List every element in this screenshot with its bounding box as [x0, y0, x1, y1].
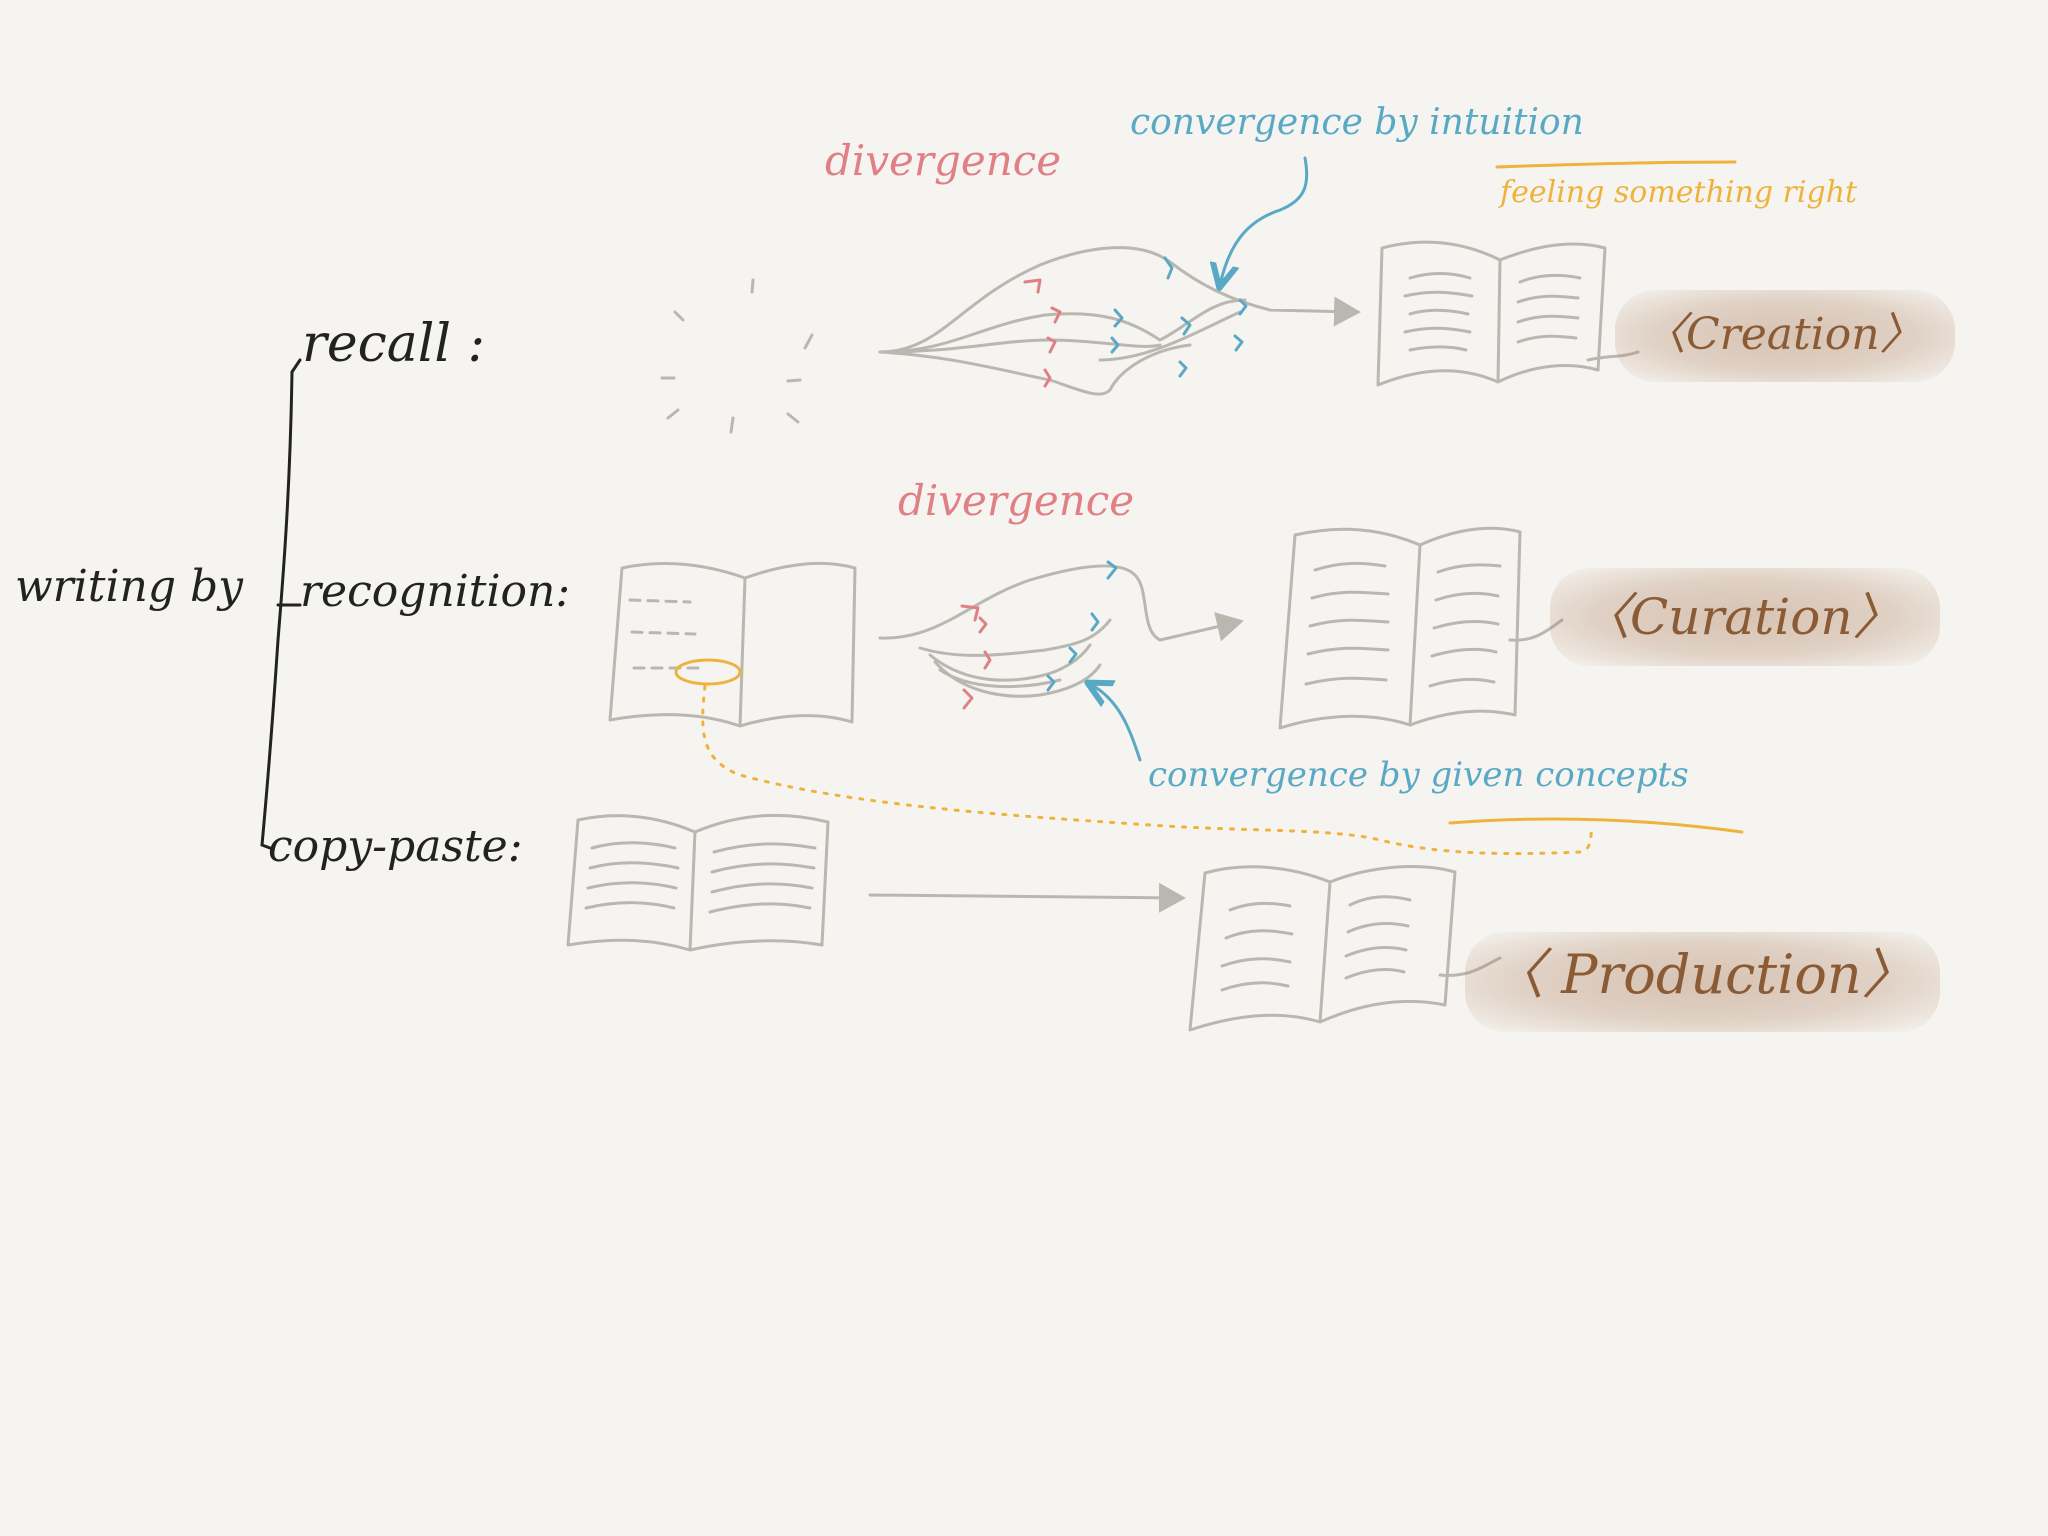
sparkle-icon — [660, 278, 814, 434]
highlight-ring — [674, 658, 742, 686]
convergence-label-mid: convergence by given concepts — [1148, 755, 1689, 795]
tree-bracket — [260, 358, 302, 850]
book-creation-icon — [1376, 240, 1640, 387]
outcome-creation: 〈Creation〉 — [1642, 309, 1924, 360]
outcome-glow-creation — [1615, 290, 1955, 382]
convergence-marks-top — [1110, 156, 1309, 378]
branch-label-recognition: recognition: — [300, 566, 571, 617]
book-production-icon — [1188, 865, 1502, 1032]
divergence-label-top: divergence — [825, 136, 1062, 185]
book-curation-icon — [1278, 526, 1564, 730]
book-source-icon — [608, 561, 857, 728]
divergence-label-mid: divergence — [898, 476, 1135, 525]
convergence-marks-mid — [1046, 560, 1142, 762]
divergence-marks-top — [1023, 278, 1062, 388]
outcome-curation: 〈Curation〉 — [1580, 588, 1903, 646]
underline-intuition — [1495, 160, 1737, 169]
branch-label-recall: recall : — [302, 314, 486, 374]
feeling-label: feeling something right — [1500, 175, 1858, 210]
concept-link-dotted — [701, 684, 1594, 856]
root-label: writing by — [15, 561, 244, 612]
recognition-flow — [878, 564, 1244, 698]
convergence-label-top: convergence by intuition — [1130, 102, 1584, 143]
divergence-marks-mid — [960, 604, 992, 710]
branch-label-copy-paste: copy-paste: — [268, 821, 523, 872]
copy-arrow — [868, 882, 1186, 913]
outcome-production: 〈 Production〉 — [1490, 943, 1916, 1006]
outcome-glow-production — [1465, 932, 1940, 1032]
outcome-glow-curation — [1550, 568, 1940, 666]
book-copy-source-icon — [566, 813, 830, 952]
underline-given-concepts — [1448, 817, 1744, 834]
